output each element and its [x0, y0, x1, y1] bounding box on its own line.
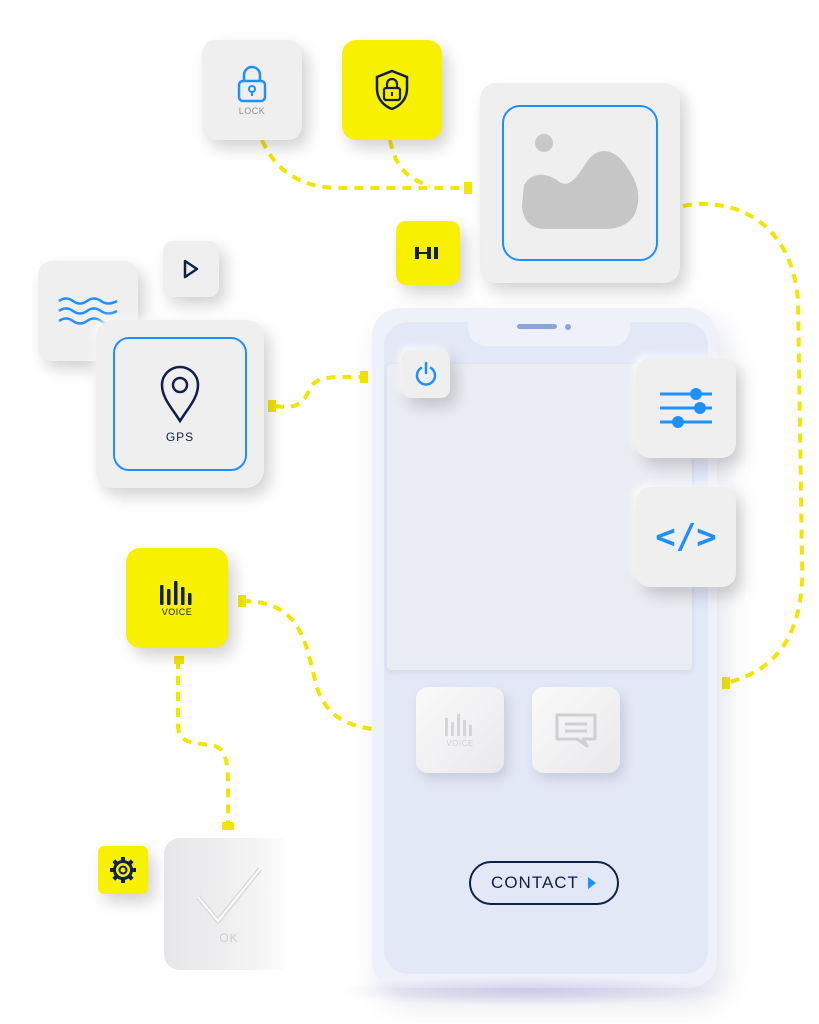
wire-shield-to-image: [388, 139, 431, 188]
padlock-icon: [237, 65, 267, 103]
image-tile[interactable]: [480, 83, 680, 283]
image-frame: [502, 105, 658, 261]
power-icon: [415, 361, 437, 386]
wire-lock-to-image: [260, 139, 466, 190]
phone-floor-shadow: [330, 976, 730, 1006]
phone-chat-button[interactable]: [532, 687, 620, 773]
power-button[interactable]: [402, 350, 450, 398]
barbell-icon: [415, 247, 438, 259]
wire-gps-to-phone: [274, 374, 363, 409]
contact-label: CONTACT: [491, 873, 579, 892]
image-icon: [522, 134, 639, 229]
contact-button[interactable]: CONTACT: [469, 861, 619, 905]
ok-tile[interactable]: OK: [164, 838, 294, 970]
gps-label: GPS: [165, 430, 195, 444]
chat-icon: [555, 713, 597, 748]
lock-tile[interactable]: LOCK: [202, 40, 302, 140]
shield-tile[interactable]: [342, 40, 442, 140]
lock-label: LOCK: [238, 106, 266, 116]
play-icon: [183, 259, 199, 279]
phone-voice-label: VOICE: [446, 739, 474, 748]
barbell-tile[interactable]: [396, 221, 460, 285]
phone-camera: [565, 324, 571, 330]
voice-label: VOICE: [161, 607, 193, 617]
voice-bars-icon-ghost: [445, 714, 472, 736]
play-triangle-icon: [587, 877, 596, 889]
voice-bars-icon: [160, 581, 192, 605]
wire-voice-to-phone: [241, 599, 403, 733]
sliders-icon: [660, 388, 712, 428]
gear-icon: [110, 857, 136, 883]
gps-tile[interactable]: GPS: [96, 320, 264, 488]
phone-voice-button[interactable]: VOICE: [416, 687, 504, 773]
checkmark-icon: [196, 867, 262, 925]
play-tile[interactable]: [163, 241, 219, 297]
phone-speaker: [517, 324, 557, 329]
voice-tile[interactable]: VOICE: [126, 548, 228, 648]
code-icon: </>: [655, 517, 717, 557]
sliders-tile[interactable]: [636, 358, 736, 458]
gps-frame: GPS: [113, 337, 247, 471]
wire-voice-to-ok: [176, 660, 230, 824]
ok-label: OK: [219, 931, 239, 945]
shield-lock-icon: [375, 69, 409, 111]
gear-tile[interactable]: [98, 846, 148, 894]
map-pin-icon: [160, 365, 200, 424]
code-tile[interactable]: </>: [636, 487, 736, 587]
